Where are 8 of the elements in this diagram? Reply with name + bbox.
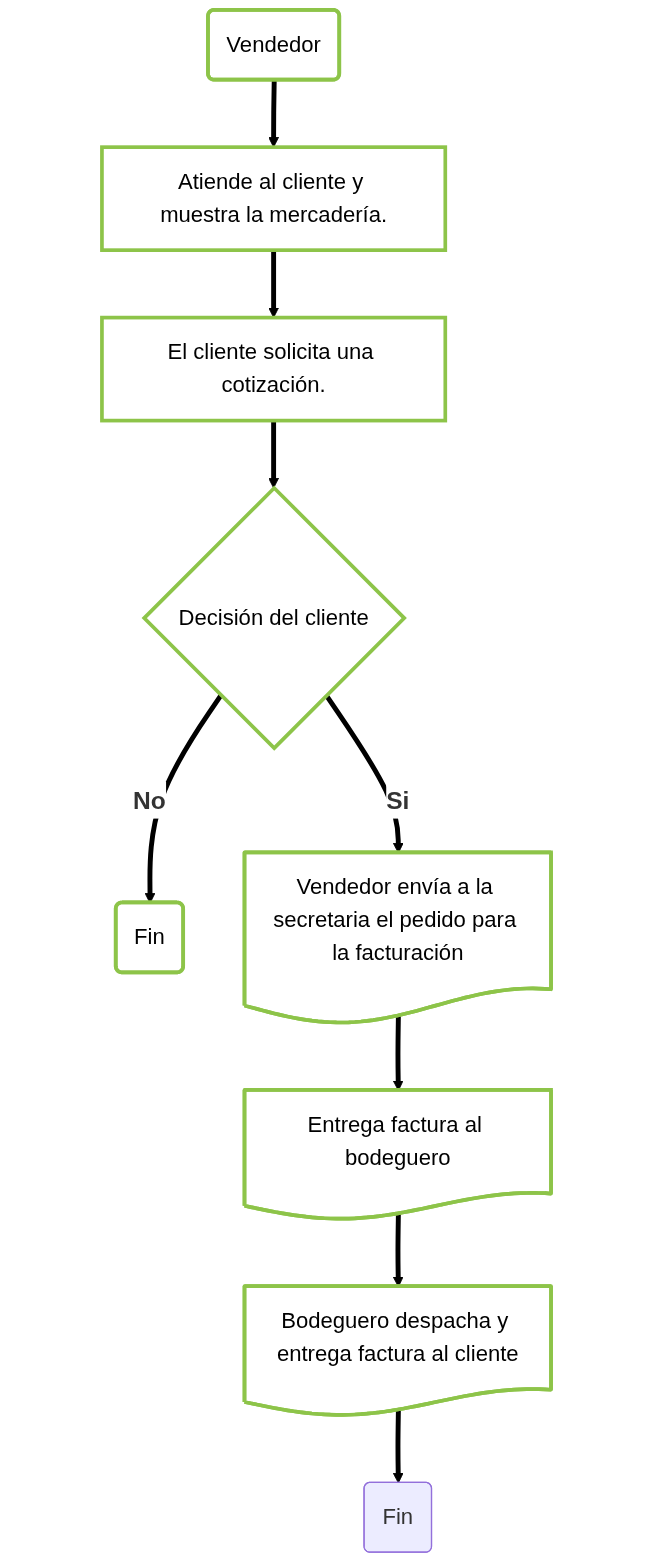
arrow — [268, 420, 279, 489]
arrow — [392, 1410, 404, 1484]
node-box: Atiende al cliente y muestra la mercadería. — [100, 145, 448, 252]
edge-label: No — [133, 786, 166, 814]
arrow — [268, 80, 279, 148]
edge-label: Si — [386, 786, 410, 814]
node-box: El cliente solicita una cotización. — [100, 315, 448, 423]
node-diamond: Decisión del cliente — [141, 485, 407, 751]
